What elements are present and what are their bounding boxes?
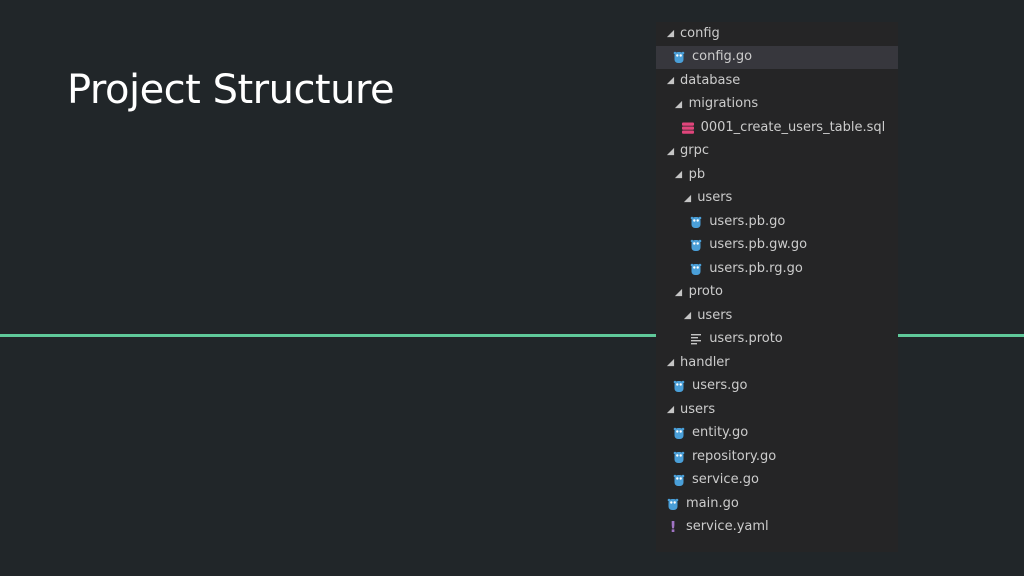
tree-item-label: config	[680, 25, 720, 41]
tree-item-label: users.pb.go	[709, 213, 786, 229]
tree-item-label: users	[680, 401, 716, 417]
chevron-down-icon[interactable]	[664, 28, 676, 40]
tree-item-label: users	[697, 307, 733, 323]
tree-file-main-go[interactable]: main.go	[656, 492, 898, 516]
tree-item-label: 0001_create_users_table.sql	[700, 119, 886, 135]
go-gopher-icon	[689, 215, 703, 229]
tree-item-label: database	[680, 72, 741, 88]
tree-file-entity-go[interactable]: entity.go	[656, 422, 898, 446]
tree-folder-pb[interactable]: pb	[656, 163, 898, 187]
file-explorer-tree: config config.go database migrations 0001_cr…	[656, 22, 898, 552]
tree-folder-users[interactable]: users	[656, 398, 898, 422]
go-gopher-icon	[672, 379, 686, 393]
tree-file-users-proto[interactable]: users.proto	[656, 328, 898, 352]
text-lines-icon	[689, 332, 703, 346]
go-gopher-icon	[672, 473, 686, 487]
tree-item-label: main.go	[686, 495, 739, 511]
tree-folder-migrations[interactable]: migrations	[656, 93, 898, 117]
tree-item-label: users.go	[692, 378, 748, 394]
tree-item-label: service.go	[692, 472, 759, 488]
tree-item-label: entity.go	[692, 425, 749, 441]
chevron-down-icon[interactable]	[664, 404, 676, 416]
chevron-down-icon[interactable]	[664, 75, 676, 87]
tree-folder-users[interactable]: users	[656, 304, 898, 328]
tree-item-label: users	[697, 190, 733, 206]
yaml-exclamation-icon: !	[669, 518, 677, 537]
go-gopher-icon	[666, 497, 680, 511]
tree-file-service-go[interactable]: service.go	[656, 469, 898, 493]
tree-file-users-pb-go[interactable]: users.pb.go	[656, 210, 898, 234]
tree-item-label: pb	[688, 166, 706, 182]
tree-item-label: users.pb.gw.go	[709, 237, 808, 253]
chevron-down-icon[interactable]	[681, 310, 693, 322]
chevron-down-icon[interactable]	[673, 286, 685, 298]
tree-item-label: users.pb.rg.go	[709, 260, 803, 276]
chevron-down-icon[interactable]	[681, 192, 693, 204]
go-gopher-icon	[672, 50, 686, 64]
tree-folder-config[interactable]: config	[656, 22, 898, 46]
tree-item-label: proto	[688, 284, 723, 300]
tree-file-users-go[interactable]: users.go	[656, 375, 898, 399]
tree-file-repository-go[interactable]: repository.go	[656, 445, 898, 469]
go-gopher-icon	[672, 426, 686, 440]
chevron-down-icon[interactable]	[664, 145, 676, 157]
tree-item-label: repository.go	[692, 448, 777, 464]
go-gopher-icon	[672, 450, 686, 464]
tree-item-label: users.proto	[709, 331, 783, 347]
tree-folder-grpc[interactable]: grpc	[656, 140, 898, 164]
tree-file-service-yaml[interactable]: ! service.yaml	[656, 516, 898, 540]
tree-file-users-pb-rg-go[interactable]: users.pb.rg.go	[656, 257, 898, 281]
tree-item-label: config.go	[692, 49, 753, 65]
tree-item-label: service.yaml	[686, 519, 769, 535]
tree-item-label: handler	[680, 354, 730, 370]
slide-title: Project Structure	[67, 67, 395, 113]
tree-folder-users[interactable]: users	[656, 187, 898, 211]
tree-file-0001-create-users-table-sql[interactable]: 0001_create_users_table.sql	[656, 116, 898, 140]
go-gopher-icon	[689, 262, 703, 276]
chevron-down-icon[interactable]	[673, 98, 685, 110]
tree-folder-database[interactable]: database	[656, 69, 898, 93]
accent-divider	[0, 334, 1024, 337]
tree-file-config-go[interactable]: config.go	[656, 45, 898, 69]
go-gopher-icon	[689, 238, 703, 252]
chevron-down-icon[interactable]	[673, 169, 685, 181]
tree-item-label: grpc	[680, 143, 709, 159]
tree-folder-proto[interactable]: proto	[656, 281, 898, 305]
database-icon	[681, 121, 695, 135]
tree-file-users-pb-gw-go[interactable]: users.pb.gw.go	[656, 234, 898, 258]
tree-item-label: migrations	[688, 96, 759, 112]
chevron-down-icon[interactable]	[664, 357, 676, 369]
tree-folder-handler[interactable]: handler	[656, 351, 898, 375]
